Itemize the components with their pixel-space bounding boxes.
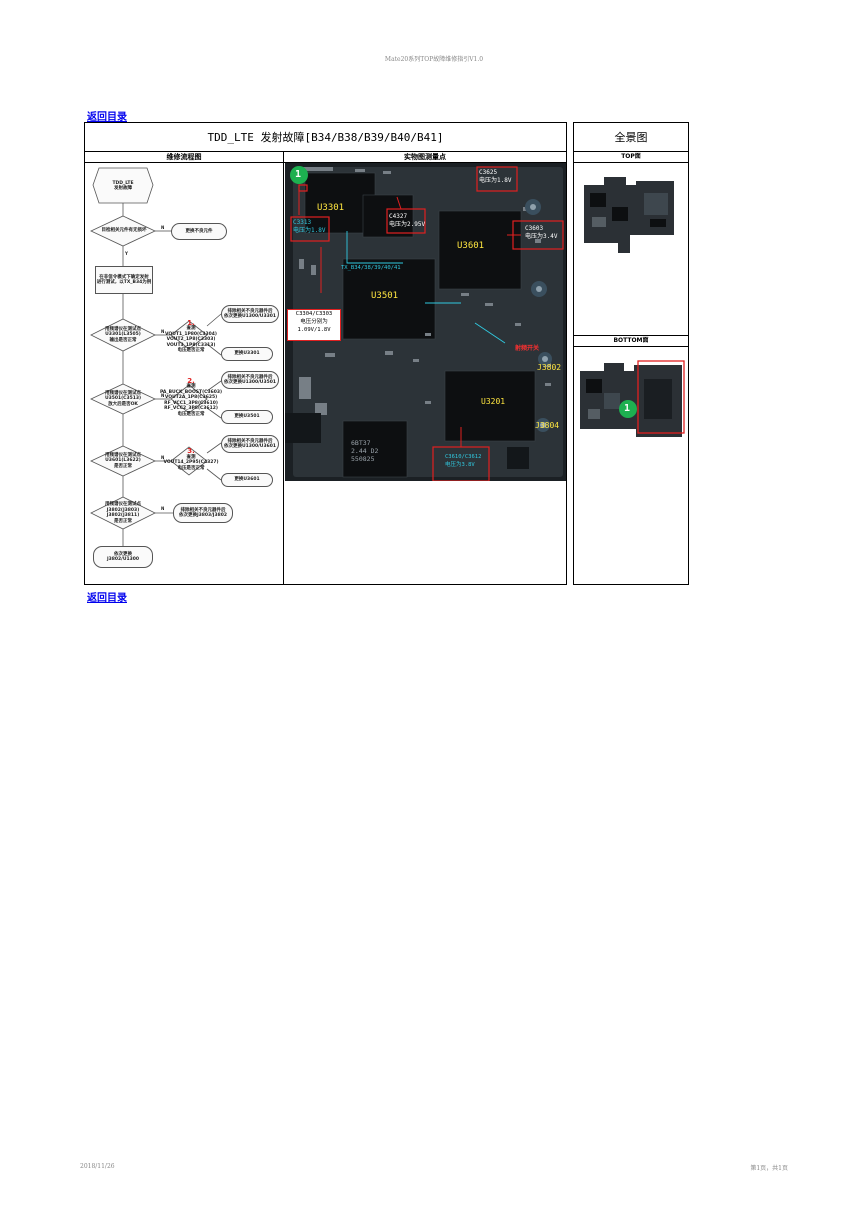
document-header: Mate20系列TOP故障维修指引V1.0 (384, 56, 484, 63)
column-divider (283, 152, 284, 584)
label-rf-switch: 射频开关 (515, 345, 540, 352)
chip-marking: 6BT37 2.44 D2 550825 (351, 439, 379, 463)
flow-replace-bad-parts: 更换不良元件 (171, 223, 227, 240)
label-j3804: J3804 (535, 421, 560, 430)
flow-no-label: N (161, 393, 165, 398)
overview-panel: 全景图 TOP面 BOTTOM面 1 (573, 122, 689, 585)
label-u3201: U3201 (481, 397, 506, 406)
panel-separator (574, 335, 688, 336)
label-tx-bands: TX_B34/38/39/40/41 (341, 265, 401, 271)
label-u3301: U3301 (317, 203, 345, 213)
flow-replace-u3501: 更换U3501 (221, 410, 273, 424)
flow-decision-visual-check: 目检相关元件有无损坏 (101, 228, 147, 234)
flowchart-column-header: 维修流程图 (85, 152, 284, 163)
label-j3802: J3802 (537, 363, 562, 372)
footer-date: 2018/11/26 (80, 1163, 115, 1170)
flow-no-label: N (161, 455, 165, 460)
label-u3501: U3501 (371, 291, 399, 301)
flow-no-label: N (161, 225, 165, 230)
flow-check-step-1: 1.查测 VOUT1_1P80(C3304)VOUT2_1P8(C3303)VO… (165, 318, 217, 353)
back-to-contents-link-top[interactable]: 返回目录 (87, 112, 127, 123)
flow-yes-label: Y (125, 251, 128, 256)
top-side-header: TOP面 (574, 152, 688, 163)
flow-replace-u1300-u3501: 排除相关不良元器件后依次更换U1300/U3501 (221, 371, 279, 389)
flow-replace-u3301: 更换U3301 (221, 347, 273, 361)
label-u3601: U3601 (457, 241, 485, 251)
flow-check-step-3: 3.查测 VOUT14_2P95(C4327)电压是否正常 (163, 447, 219, 471)
bottom-side-header: BOTTOM面 (574, 336, 688, 347)
repair-guide-table: TDD_LTE 发射故障[B34/B38/B39/B40/B41] 维修流程图 … (84, 122, 567, 585)
bottom-side-board-image (580, 360, 685, 437)
flow-nonsignaling-test: 在非信令模式下确定发射进行测试，以TX_B34为例 (95, 266, 153, 294)
overview-marker-badge: 1 (624, 403, 631, 414)
label-c3304-c3303: C3304/C3303 电压分别为 1.09V/1.8V (287, 309, 341, 341)
flow-replace-u1300-u3601: 排除相关不良元器件后依次更换U1300/U3601 (221, 435, 279, 453)
top-side-board-image (584, 177, 674, 253)
overview-title: 全景图 (574, 123, 688, 152)
flow-replace-u3601: 更换U3601 (221, 473, 273, 487)
pcb-board-drawing (285, 163, 566, 481)
flow-replace-u1300-u3301: 排除相关不良元器件后依次更换U1300/U3301 (221, 305, 279, 323)
fault-title: TDD_LTE 发射故障[B34/B38/B39/B40/B41] (85, 123, 566, 152)
flow-replace-j3803-j3802: 排除相关不良元器件后依次更换J3803/J3802 (173, 503, 233, 523)
flow-no-label: N (161, 506, 165, 511)
flowchart-connectors (90, 167, 222, 546)
back-to-contents-link-bottom[interactable]: 返回目录 (87, 593, 127, 604)
marker-badge: 1 (295, 169, 302, 180)
footer-page-number: 第1页，共1页 (750, 1165, 788, 1172)
flow-no-label: N (161, 329, 165, 334)
photo-column-header: 实物图测量点 (284, 152, 566, 163)
flow-check-step-2: 2.查测 PA_BUCK_BOOST(C3603)VOUT2A_1P8(C362… (159, 376, 223, 417)
